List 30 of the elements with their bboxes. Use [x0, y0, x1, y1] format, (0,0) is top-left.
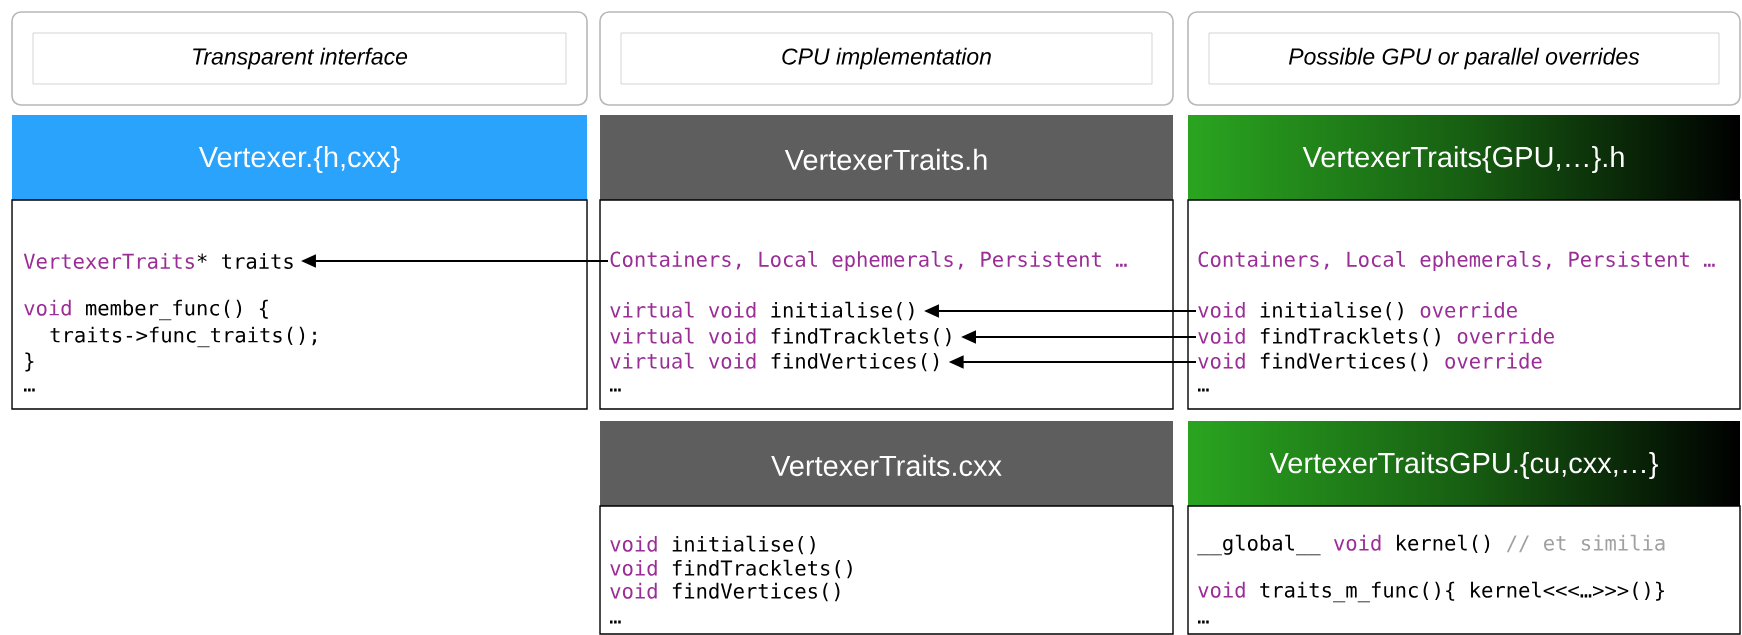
code-line: }: [25, 352, 34, 372]
code-line: …: [610, 388, 621, 392]
code-line: void initialise(): [610, 535, 815, 555]
code-line: traits->func_traits();: [50, 326, 316, 348]
code-line: void traits_m_func(){ kernel<<<…>>>()}: [1198, 581, 1664, 603]
code-line: …: [1198, 620, 1209, 624]
node-label: VertexerTraits{GPU,…}.h: [1302, 145, 1624, 174]
code-line: VertexerTraits * traits: [23, 253, 293, 269]
header-panel: Transparent interface: [11, 11, 588, 106]
code-line: void findTracklets() override: [1198, 327, 1554, 347]
header-panel: CPU implementation: [599, 11, 1174, 106]
code-line: virtual void findVertices(): [610, 352, 939, 372]
code-line: virtual void initialise(): [610, 301, 914, 321]
node-label: Vertexer.{h,cxx}: [198, 145, 400, 174]
code-line: …: [1198, 388, 1209, 392]
node-label: VertexerTraits.cxx: [771, 454, 1002, 477]
code-line: Containers, Local ephemerals, Persistent …: [1198, 251, 1715, 271]
header-panel: Possible GPU or parallel overrides: [1187, 11, 1741, 106]
code-line: void member_func() {: [24, 299, 268, 321]
code-line: virtual void findTracklets(): [610, 327, 951, 347]
code-line: void initialise() override: [1198, 301, 1517, 321]
node-label: VertexerTraitsGPU.{cu,cxx,…}: [1269, 451, 1658, 480]
code-line: …: [24, 388, 35, 392]
node-label: VertexerTraits.h: [784, 148, 987, 171]
code-line: void findTracklets(): [610, 559, 852, 579]
code-line: …: [610, 620, 621, 624]
code-line: Containers, Local ephemerals, Persistent …: [610, 251, 1127, 271]
code-line: __global__ void kernel() // et similia: [1197, 534, 1665, 556]
code-line: void findVertices() override: [1198, 352, 1542, 372]
code-line: void findVertices(): [610, 582, 840, 602]
